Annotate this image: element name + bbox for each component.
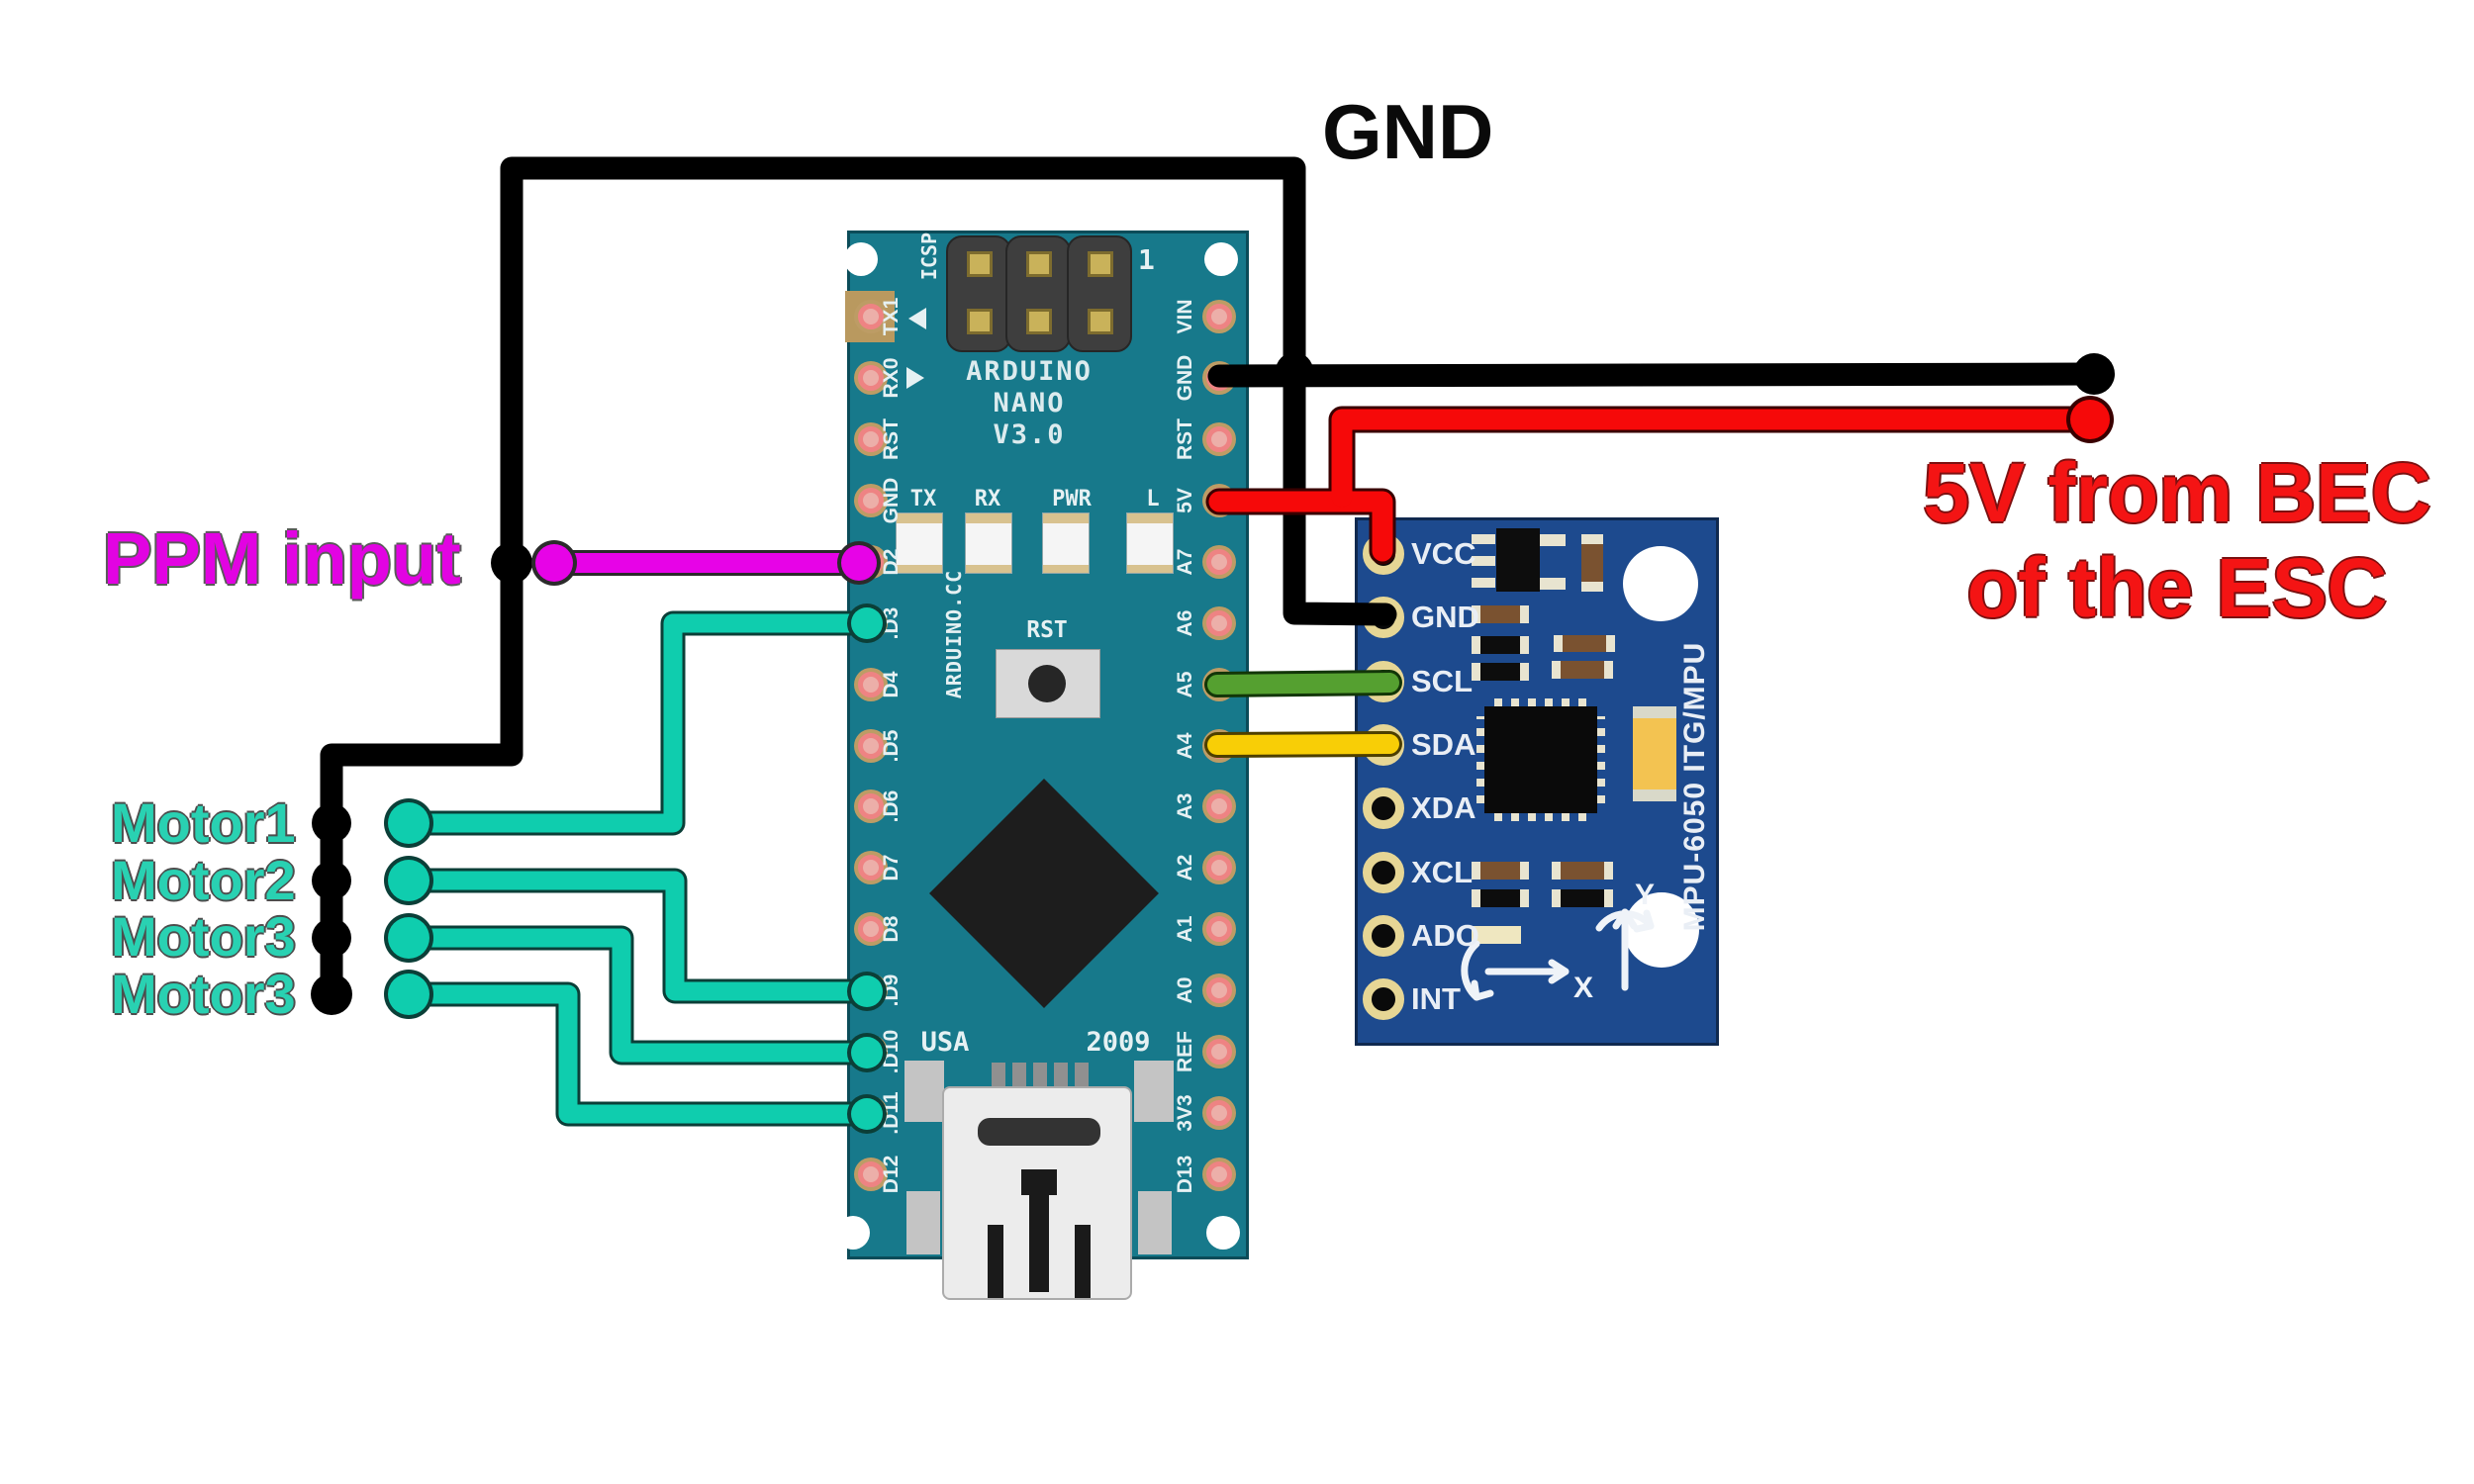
gnd-label: GND [1322, 88, 1494, 175]
motor1-wire [399, 613, 877, 833]
usb-pin-icon [1033, 1063, 1047, 1088]
icsp-pin-icon [1026, 309, 1052, 334]
5v-bec-wire [1331, 409, 2101, 508]
sda-wire [1207, 734, 1399, 755]
l-led-icon [1126, 512, 1174, 574]
usb-trident-icon [1029, 1169, 1049, 1292]
icsp-pin-icon [1026, 251, 1052, 277]
y-arc-arrowhead [1633, 909, 1655, 933]
usb-slot [978, 1118, 1100, 1146]
bec-label-line1: 5V from BEC [1923, 446, 2431, 539]
ic-pins [1494, 813, 1587, 821]
capacitor [1472, 636, 1529, 654]
mounting-hole-icon [836, 1216, 870, 1250]
pwr-led-icon [1042, 512, 1090, 574]
capacitor [1472, 889, 1529, 907]
regulator-pad [1540, 578, 1566, 590]
y-axis-label: Y [1635, 879, 1655, 911]
arduino-title-line1: ARDUINO [966, 356, 1093, 387]
x-arc-arrowhead [1471, 979, 1494, 1001]
motor3b-junction-dot [311, 974, 352, 1015]
regulator [1496, 528, 1540, 592]
resistor [1472, 605, 1529, 623]
regulator-pad [1472, 534, 1495, 544]
usb-shield-tab [1138, 1191, 1172, 1254]
icsp-pin-icon [1088, 309, 1113, 334]
mounting-hole-icon [1204, 242, 1238, 276]
resistor [1552, 661, 1613, 679]
ic-pins [1476, 716, 1484, 803]
usb-pin-icon [992, 1063, 1005, 1088]
icsp-pin-icon [967, 309, 993, 334]
ppm-input-label: PPM input [103, 517, 461, 600]
usb-shield-tab [906, 1191, 940, 1254]
mounting-hole-icon [1206, 1216, 1240, 1250]
reset-button-dot [1028, 665, 1066, 702]
arduino-title-line2: NANO [993, 388, 1066, 418]
bec-label-line2: of the ESC [1966, 541, 2388, 634]
bec-label: 5V from BEC of the ESC [1895, 445, 2459, 635]
motor1-wire-outline [396, 610, 880, 836]
rx-arrow-icon [906, 367, 924, 389]
resistor [1552, 862, 1613, 880]
ppm-junction-dot [491, 542, 532, 584]
usb-pin-icon [1012, 1063, 1026, 1088]
tx-led-icon [896, 512, 943, 574]
usb-pin-icon [1054, 1063, 1068, 1088]
motor2-wire [399, 871, 877, 1001]
arduino-title: ARDUINO NANO V3.0 [930, 356, 1128, 451]
gnd-junction-dot [1276, 352, 1313, 390]
component [1472, 926, 1521, 944]
reset-label: RST [1026, 617, 1068, 643]
usb-trident-icon [1075, 1225, 1091, 1298]
usb-shield-tab [904, 1061, 944, 1122]
motor2-junction-dot [312, 861, 351, 900]
regulator-pad [1472, 578, 1495, 588]
x-axis-label: X [1573, 972, 1593, 1004]
mpu-chip [1484, 706, 1597, 813]
gnd-to-bec-wire [1207, 362, 2106, 388]
gnd-wire [320, 156, 1397, 1006]
motor3-junction-dot [312, 918, 351, 958]
icsp-pin-icon [967, 251, 993, 277]
regulator-pad [1472, 556, 1495, 566]
mounting-hole-icon [1623, 546, 1698, 621]
regulator-pad [1540, 534, 1566, 546]
x-axis-arrowhead [1548, 959, 1570, 984]
ic-pins [1494, 698, 1587, 706]
x-rotation-arc [1461, 940, 1480, 1001]
arduino-title-line3: V3.0 [993, 419, 1066, 450]
resistor [1554, 635, 1615, 652]
pwr-led-label: PWR [1052, 487, 1092, 511]
capacitor [1472, 663, 1529, 681]
motor1-junction-dot [312, 803, 351, 843]
capacitor [1633, 706, 1676, 801]
tx-led-label: TX [909, 487, 937, 511]
motor3-wire [399, 928, 877, 1063]
tx-arrow-icon [908, 308, 926, 329]
icsp-pin-icon [1088, 251, 1113, 277]
year-label: 2009 [1086, 1027, 1151, 1058]
motor3b-wire [399, 984, 877, 1124]
usb-trident-icon [988, 1225, 1003, 1298]
axis-orientation-icon: X Y [1461, 879, 1655, 1004]
resistor [1581, 534, 1603, 592]
ic-pins [1597, 716, 1605, 803]
mounting-hole-icon [844, 242, 878, 276]
gnd-bec-endpoint-dot [2073, 353, 2115, 395]
resistor [1472, 862, 1529, 880]
rx-led-icon [965, 512, 1012, 574]
l-led-label: L [1146, 487, 1160, 511]
scl-wire [1207, 673, 1399, 695]
usb-pin-icon [1075, 1063, 1089, 1088]
pin1-marker-label: 1 [1138, 243, 1155, 276]
rx-led-label: RX [974, 487, 1001, 511]
usb-shield-tab [1134, 1061, 1174, 1122]
usa-label: USA [920, 1027, 970, 1058]
5v-bec-endpoint-dot [2070, 400, 2110, 439]
capacitor [1552, 889, 1613, 907]
